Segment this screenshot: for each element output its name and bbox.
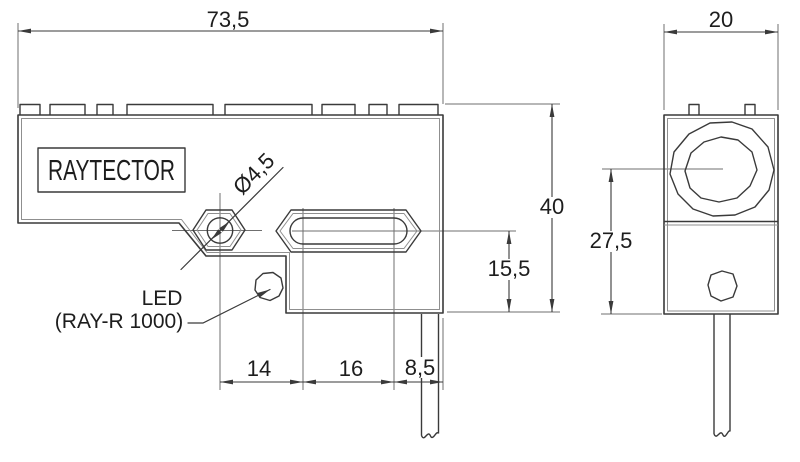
dim-text-mask: [486, 259, 532, 280]
dim-front-height-label: 40: [540, 194, 564, 219]
side-extension-and-center-lines: [601, 24, 779, 315]
brand-label: RAYTECTOR: [48, 155, 175, 187]
front-view: RAYTECTOR 73,5 40 15,5 14 16 8,5: [17, 7, 568, 439]
cable-break-squiggle: [713, 430, 731, 437]
diameter-arrow-lower: [211, 229, 222, 240]
hex-outer: [192, 209, 246, 251]
dim-hex-to-slot-label: 14: [247, 356, 271, 381]
led-leader-arrow: [257, 289, 270, 298]
lens: [669, 121, 775, 217]
dim-front-width: 73,5: [18, 7, 443, 34]
dim-front-height: 40: [537, 104, 568, 312]
cable-break-squiggle: [420, 431, 440, 439]
slot-outer: [275, 209, 422, 253]
side-body-outline: [663, 114, 779, 315]
dim-front-width-label: 73,5: [207, 7, 250, 32]
side-view: 20 27,5: [585, 7, 779, 437]
hole-4-5: [206, 217, 234, 244]
lens-inner-circle: [684, 136, 758, 203]
side-cable: [713, 314, 731, 437]
dim-side-width: 20: [664, 7, 778, 35]
dim-slot-to-bottom-label: 15,5: [488, 256, 531, 281]
dim-lens-to-bottom-label: 27,5: [590, 228, 633, 253]
brand-plate-frame: [37, 147, 186, 193]
slot-stadium: [289, 217, 408, 245]
dim-side-width-label: 20: [709, 7, 733, 32]
slot-inner: [279, 213, 418, 249]
diameter-arrow-upper: [219, 221, 230, 232]
dim-slot-span-label: 16: [339, 356, 363, 381]
hex-inner: [196, 213, 242, 247]
front-extension-and-center-lines: [17, 23, 560, 390]
brand-plate: RAYTECTOR: [37, 147, 186, 193]
dim-slot-to-edge-label: 8,5: [405, 355, 436, 380]
front-body-outline: [17, 114, 444, 314]
dim-slot-to-bottom: 15,5: [486, 231, 532, 312]
hole-diameter-label: Ø4,5: [228, 148, 279, 199]
hole-diameter-callout: Ø4,5: [180, 148, 284, 271]
dim-text-mask: [403, 357, 437, 378]
dim-text-mask: [585, 231, 637, 252]
led-label: LED: [142, 287, 183, 310]
dim-lens-to-bottom: 27,5: [585, 169, 637, 314]
front-body-inner-line: [21, 118, 440, 310]
led-model-label: (RAY-R 1000): [55, 310, 183, 333]
hex-nut-boss: [192, 209, 246, 251]
side-hex-hole: [707, 270, 738, 302]
led-leader-line: [187, 288, 271, 324]
lens-outer-circle: [669, 121, 775, 217]
front-mounting-tabs: [19, 103, 439, 115]
side-body-inner-line: [667, 118, 775, 312]
led-callout: LED (RAY-R 1000): [55, 287, 271, 333]
dim-chain-bottom: 14 16 8,5: [220, 355, 443, 385]
dim-text-mask: [537, 197, 568, 218]
diameter-leader-line: [180, 166, 284, 271]
side-mounting-tabs: [688, 103, 756, 115]
mounting-slot: [275, 209, 422, 253]
